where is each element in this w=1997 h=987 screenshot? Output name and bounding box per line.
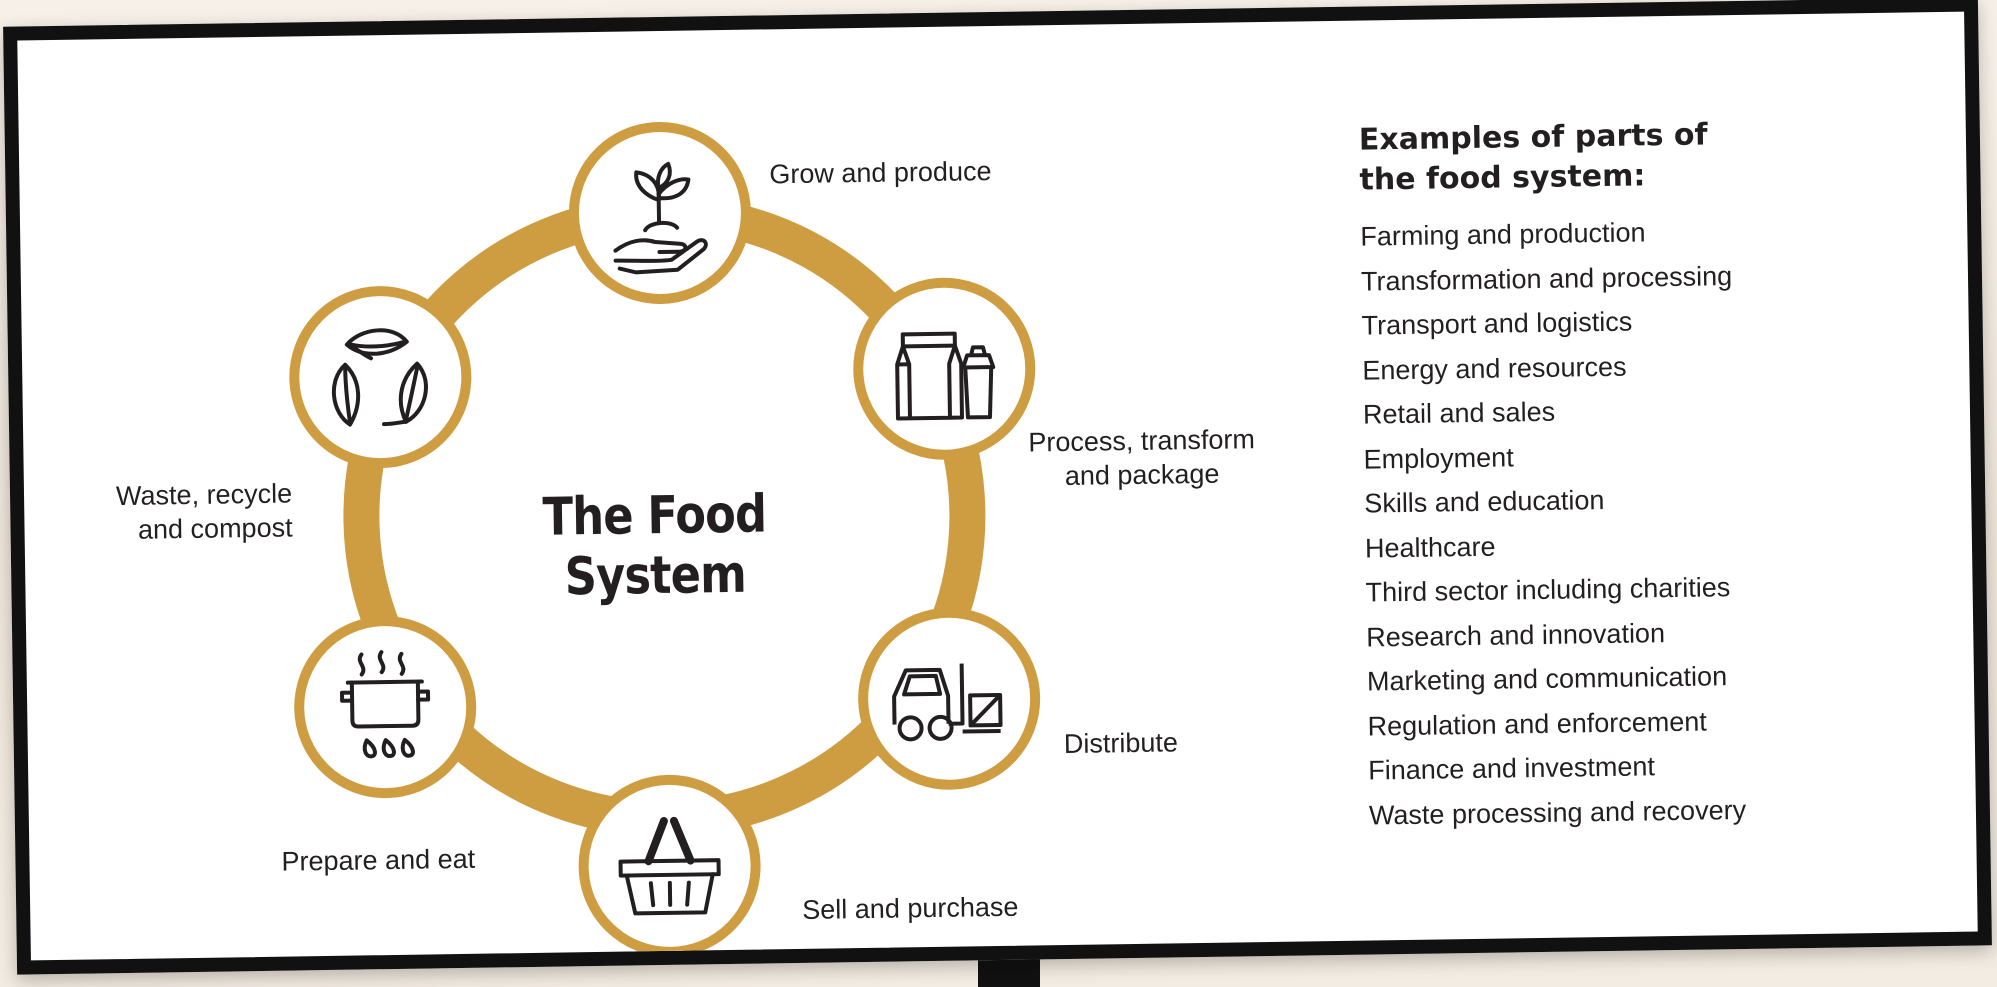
examples-heading: Examples of parts of the food system: [1358,117,1708,198]
plant-in-hand-icon [613,161,708,275]
diagram-title: The Food System [542,484,767,608]
forklift-icon [892,663,1003,742]
stage-label-prepare: Prepare and eat [281,843,476,877]
stage-label-waste: Waste, recycle and compost [115,478,293,545]
node-circle-process [853,277,1036,460]
stage-label-distribute: Distribute [1063,727,1179,760]
cooking-pot-icon [339,650,431,759]
food-packaging-icon [895,331,996,421]
examples-list: Farming and production Transformation an… [1360,206,1929,837]
node-circle-prepare [294,616,477,799]
list-item: Waste processing and recovery [1368,794,1747,831]
stage-label-process: Process, transform and package [1028,424,1256,491]
shopping-basket-icon [618,816,721,916]
examples-panel: Examples of parts of the food system: Fa… [1359,112,1930,837]
stage-label-grow: Grow and produce [769,156,992,190]
food-system-cycle-diagram: The Food System Grow and produce Process… [17,21,1331,960]
display-screen: The Food System Grow and produce Process… [3,0,1992,975]
stage-label-sell: Sell and purchase [802,891,1019,925]
recycle-leaves-icon [331,328,428,427]
node-circle-waste [289,286,472,469]
